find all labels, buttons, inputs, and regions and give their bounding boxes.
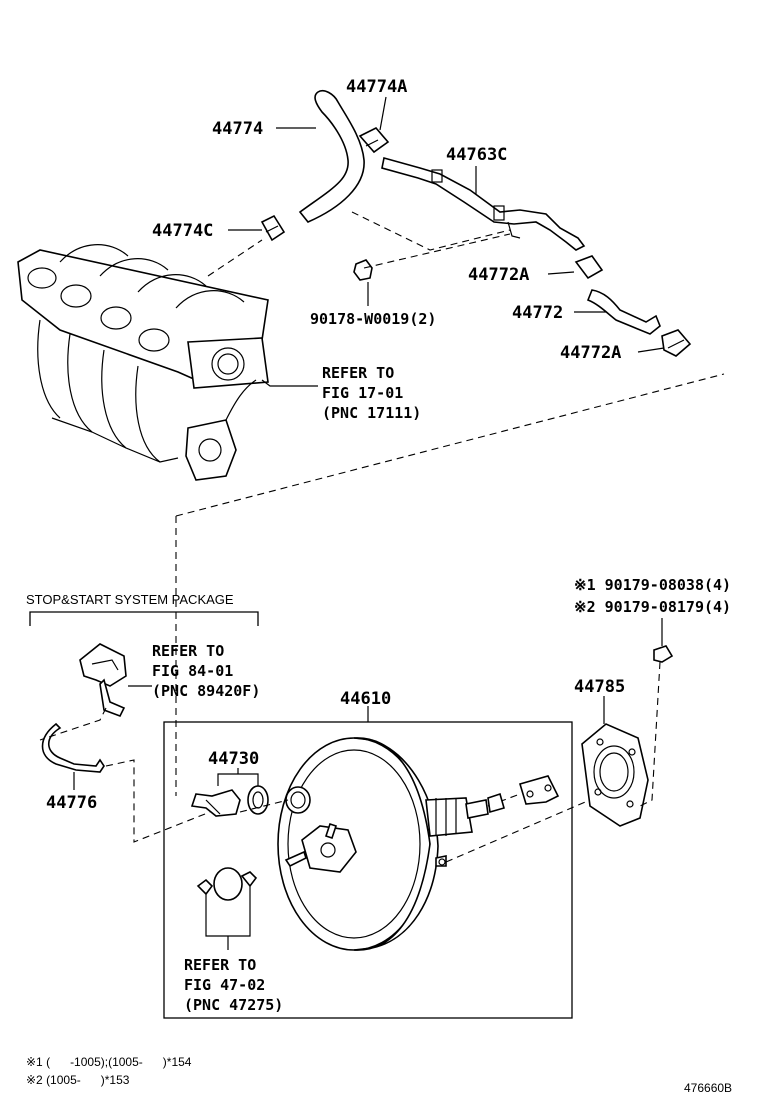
label-44785: 44785	[574, 677, 625, 697]
label-44730: 44730	[208, 749, 259, 769]
nut-90178-drawing	[353, 259, 373, 281]
ref3-line1: REFER TO	[184, 956, 256, 974]
bushing-drawing	[487, 792, 505, 814]
clamp-44774C-drawing	[260, 214, 286, 242]
clamp-44772A-top-drawing	[574, 255, 604, 280]
reference-notes: REFER TO FIG 17-01 (PNC 17111) REFER TO …	[152, 364, 421, 1014]
label-44763C: 44763C	[446, 145, 507, 165]
booster-44610-drawing	[277, 737, 489, 951]
bolt-label-2: ※2 90179-08179(4)	[574, 598, 731, 616]
package-label: STOP&START SYSTEM PACKAGE	[26, 592, 234, 607]
figure-id: 476660B	[684, 1081, 732, 1095]
label-44776: 44776	[46, 793, 97, 813]
ref3-line2: FIG 47-02	[184, 976, 265, 994]
label-90178: 90178-W0019(2)	[310, 310, 436, 328]
booster-assembly-box	[163, 706, 573, 1019]
intake-manifold-drawing	[17, 244, 269, 481]
ref2-line1: REFER TO	[152, 642, 224, 660]
check-valve-44730-drawing	[190, 785, 269, 817]
sensor-84-01-drawing	[79, 643, 127, 718]
hose-44776-drawing	[41, 722, 105, 773]
stop-start-package-bracket	[29, 611, 259, 626]
ref2-line2: FIG 84-01	[152, 662, 233, 680]
ref1-line1: REFER TO	[322, 364, 394, 382]
pipe-44763C-drawing	[381, 156, 586, 251]
bolt-labels: ※1 90179-08038(4) ※2 90179-08179(4)	[574, 576, 731, 616]
leader-lines-mid	[39, 685, 211, 843]
hose-44774-drawing	[298, 89, 365, 223]
leader-44730	[217, 768, 259, 786]
label-44772A-bottom: 44772A	[560, 343, 621, 363]
ref1-line2: FIG 17-01	[322, 384, 403, 402]
label-44774C: 44774C	[152, 221, 213, 241]
dashed-connectors-top	[175, 211, 725, 796]
footnote-1: ※1 ( -1005);(1005- )*154	[26, 1055, 192, 1069]
label-44610: 44610	[340, 689, 391, 709]
clevis-drawing	[519, 775, 560, 805]
bolt-90179-drawing	[639, 618, 674, 807]
part-labels: 44774A 44774 44763C 44774C 44772A 90178-…	[46, 77, 625, 813]
label-44774A: 44774A	[346, 77, 407, 97]
label-44774: 44774	[212, 119, 263, 139]
bolt-label-1: ※1 90179-08038(4)	[574, 576, 731, 594]
gasket-44785-drawing	[581, 696, 649, 827]
gasket-47-02-drawing	[196, 867, 258, 950]
clamp-44772A-bottom-drawing	[661, 329, 692, 357]
label-44772A-top: 44772A	[468, 265, 529, 285]
hose-44772-drawing	[586, 289, 661, 335]
ref2-line3: (PNC 89420F)	[152, 682, 260, 700]
clamp-44774A-drawing	[358, 127, 390, 154]
ref1-line3: (PNC 17111)	[322, 404, 421, 422]
ref3-line3: (PNC 47275)	[184, 996, 283, 1014]
label-44772: 44772	[512, 303, 563, 323]
footnotes: ※1 ( -1005);(1005- )*154 ※2 (1005- )*153	[26, 1055, 192, 1087]
leader-lines-top	[228, 96, 665, 387]
footnote-2: ※2 (1005- )*153	[26, 1073, 130, 1087]
seal-ring-drawing	[285, 786, 311, 814]
